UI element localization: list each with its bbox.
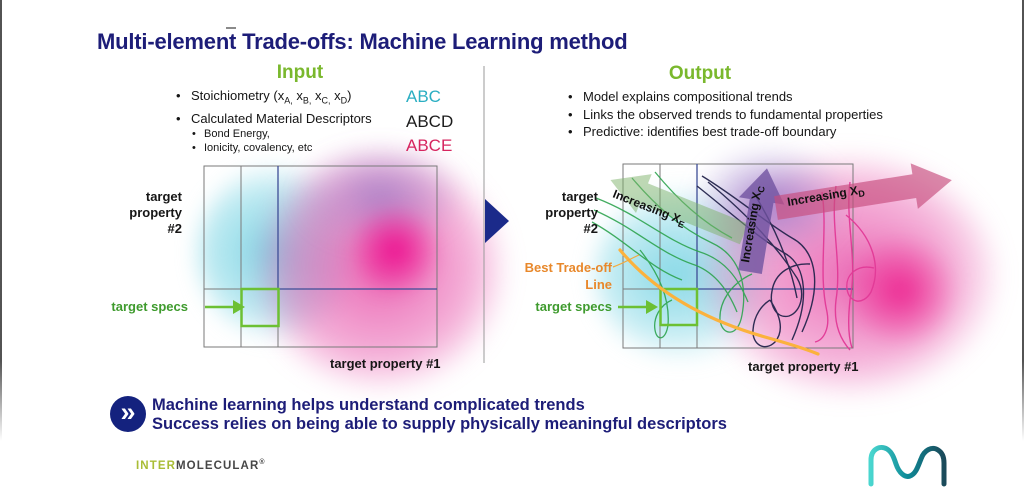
intermolecular-logo: INTERMOLECULAR®: [136, 459, 266, 472]
frame-edge-right: [1022, 0, 1024, 501]
intermolecular-logo-molecular: MOLECULAR: [176, 459, 260, 472]
bullet-links-trends: • Links the observed trends to fundament…: [568, 106, 883, 122]
bullet-descriptors: • Calculated Material Descriptors: [176, 110, 372, 126]
legend-item-abc: ABC: [406, 87, 441, 106]
bullet-dot: •: [192, 141, 196, 154]
right-chart-pink-core: [842, 232, 960, 350]
input-heading: Input: [276, 62, 324, 83]
right-y-axis-label: target property #2: [545, 189, 598, 236]
sub-bullet-ionicity: • Ionicity, covalency, etc: [192, 141, 313, 154]
bullet-dot: •: [176, 88, 181, 103]
frame-edge-left: [0, 0, 2, 501]
double-chevron-icon: »: [110, 396, 146, 432]
takeaway-line-1: Machine learning helps understand compli…: [152, 396, 585, 414]
bullet-dot: •: [192, 127, 196, 140]
bullet-dot: •: [176, 110, 181, 126]
takeaway-line-2: Success relies on being able to supply p…: [152, 415, 727, 433]
right-target-specs-label: target specs: [535, 299, 612, 314]
output-bullet-list: • Model explains compositional trends • …: [568, 88, 998, 141]
input-bullet-list: • Stoichiometry (xA, xB, xC, xD) • Calcu…: [176, 87, 401, 155]
legend-item-abce: ABCE: [406, 136, 453, 155]
bullet-predictive: • Predictive: identifies best trade-off …: [568, 124, 837, 139]
right-x-axis-label: target property #1: [748, 359, 859, 374]
output-heading: Output: [668, 63, 732, 84]
composition-legend: ABC ABCD ABCE: [406, 85, 453, 159]
right-chart-violet-cloud: [693, 146, 847, 258]
bullet-dot: •: [568, 124, 573, 139]
sub-bullet-bond-energy: • Bond Energy,: [192, 127, 270, 140]
merck-logo: [868, 445, 947, 487]
registered-mark-icon: ®: [259, 459, 266, 466]
bullet-dot: •: [568, 106, 573, 122]
left-target-specs-label: target specs: [111, 299, 188, 314]
legend-item-abcd: ABCD: [406, 111, 454, 131]
left-y-axis-label: target property #2: [129, 189, 182, 236]
slide-title: Multi-element Trade-offs: Machine Learni…: [97, 29, 628, 54]
left-x-axis-label: target property #1: [330, 356, 441, 371]
left-chart-pink-core: [346, 204, 444, 296]
takeaway-text: Machine learning helps understand compli…: [152, 396, 792, 434]
best-tradeoff-label: Best Trade-off Line: [524, 260, 612, 292]
bullet-stoichiometry: • Stoichiometry (xA, xB, xC, xD): [176, 87, 401, 110]
intermolecular-logo-inter: INTER: [136, 459, 176, 472]
bullet-dot: •: [568, 89, 573, 104]
stray-dash: [226, 27, 236, 29]
bullet-model-explains: • Model explains compositional trends: [568, 89, 793, 104]
